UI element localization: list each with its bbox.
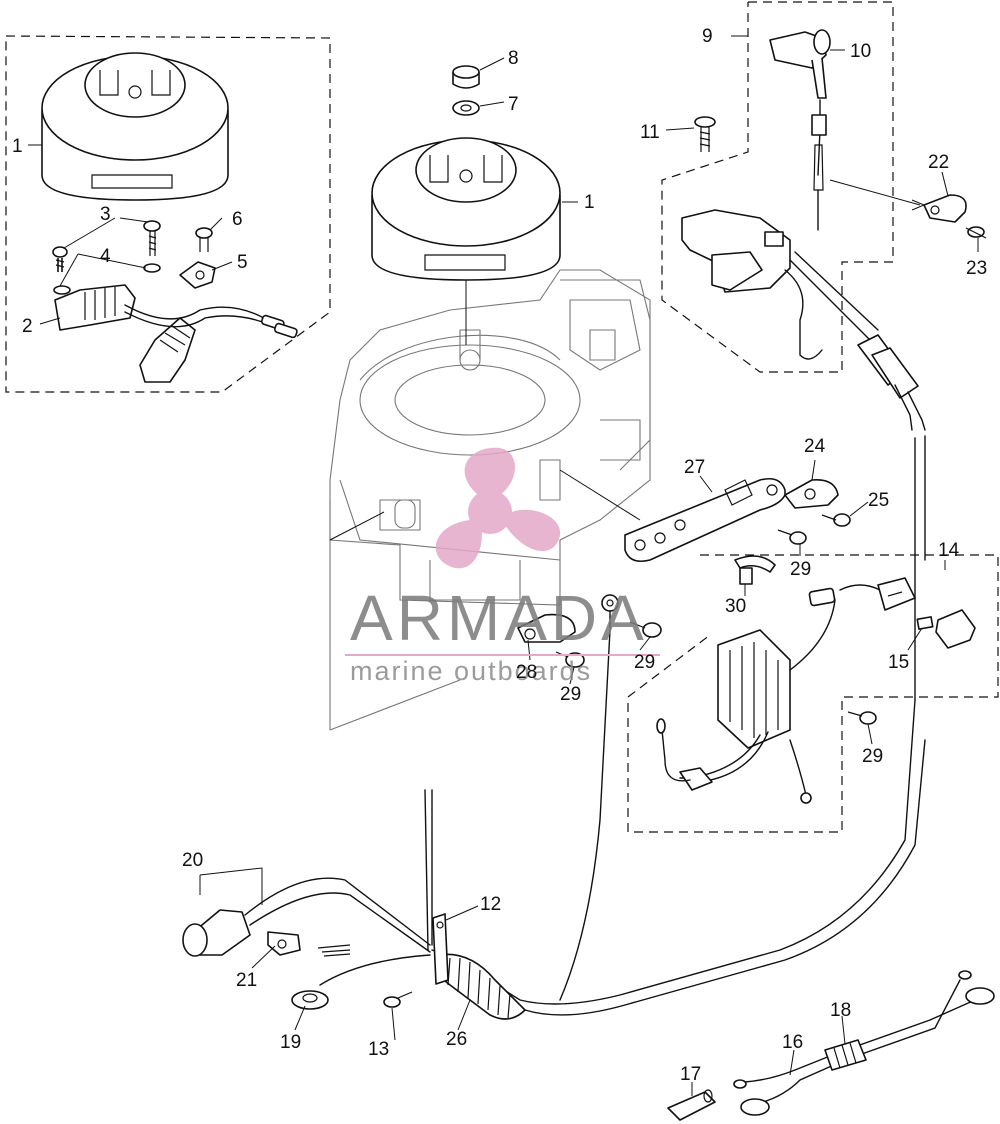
screw-6 [195, 227, 213, 252]
flywheel-washer [452, 100, 480, 116]
propeller-icon [435, 447, 561, 569]
clip-12 [432, 913, 449, 985]
charge-coil [54, 284, 136, 331]
callout-2: 2 [22, 316, 33, 337]
watermark-logo: ARMADA marine outboards [345, 447, 660, 686]
callout-9: 9 [702, 26, 713, 47]
bolt-25 [821, 513, 851, 527]
callout-29-d: 29 [862, 746, 883, 767]
bolt-29-b [629, 621, 662, 638]
callout-30: 30 [725, 596, 746, 617]
callout-12: 12 [480, 894, 501, 915]
ignition-coil [681, 209, 879, 360]
callout-numbers: 1 1 2 3 4 5 6 7 8 9 10 11 12 13 14 15 16… [12, 26, 987, 1085]
lighting-coil [139, 317, 196, 383]
grommet-spring-26 [434, 953, 526, 1020]
callout-15: 15 [888, 652, 909, 673]
screw-3-b [143, 220, 161, 256]
bolt-29-a [777, 529, 807, 545]
extension-lead [733, 970, 995, 1116]
stop-switch [182, 877, 431, 957]
ring-terminal [601, 594, 619, 629]
clamp-24 [784, 478, 839, 509]
screw-3 [52, 246, 68, 272]
bolt-23 [965, 226, 987, 239]
flywheel-kit [41, 52, 229, 201]
screw-13 [383, 991, 413, 1008]
connector-15 [916, 609, 976, 649]
callout-1-main: 1 [584, 192, 595, 213]
callout-27: 27 [684, 457, 705, 478]
bolt-11 [694, 116, 716, 152]
callout-18: 18 [830, 1000, 851, 1021]
callout-10: 10 [850, 41, 871, 62]
stator-wires [124, 304, 298, 339]
callout-4: 4 [100, 246, 111, 267]
sleeve-17 [667, 1089, 716, 1121]
leader-lines [28, 35, 979, 1096]
callout-1-kit: 1 [12, 136, 23, 157]
mounting-bracket [624, 477, 786, 563]
flywheel-nut [452, 65, 480, 89]
callout-5: 5 [237, 252, 248, 273]
callout-21: 21 [236, 970, 257, 991]
callout-19: 19 [280, 1032, 301, 1053]
callout-13: 13 [368, 1039, 389, 1060]
callout-6: 6 [232, 209, 243, 230]
callout-29-a: 29 [790, 559, 811, 580]
clamp-22 [923, 194, 967, 223]
callout-24: 24 [804, 436, 826, 457]
flywheel-main [371, 137, 561, 281]
rectifier-regulator [656, 629, 812, 804]
main-harness [424, 629, 926, 1016]
engine-block [329, 269, 651, 731]
callout-28: 28 [516, 662, 537, 683]
bolt-29-d [847, 711, 877, 725]
callout-25: 25 [868, 490, 889, 511]
watermark-tagline: marine outboards [350, 656, 592, 686]
callout-3: 3 [100, 204, 111, 225]
callout-11: 11 [640, 122, 660, 143]
callout-26: 26 [446, 1029, 467, 1050]
callout-29-c: 29 [560, 684, 581, 705]
callout-14: 14 [938, 540, 960, 561]
group-box-rectifier [627, 554, 999, 833]
callout-29-b: 29 [634, 652, 655, 673]
callout-22: 22 [928, 152, 949, 173]
clamp-28 [517, 613, 576, 643]
callout-23: 23 [966, 258, 987, 279]
watermark-brand: ARMADA [350, 582, 648, 654]
clamp-5 [179, 261, 216, 289]
group-box-stator-kit [5, 35, 331, 393]
grommet-19 [291, 954, 431, 1010]
callout-8: 8 [508, 48, 519, 69]
callout-20: 20 [182, 850, 203, 871]
callout-7: 7 [508, 94, 519, 115]
cable-tie-30 [734, 555, 776, 585]
rectifier-connector [789, 577, 916, 671]
group-box-ignition-coil [661, 1, 894, 373]
ignition-connectors [857, 334, 926, 701]
callout-17: 17 [680, 1064, 701, 1085]
callout-16: 16 [782, 1032, 803, 1053]
spark-plug-cap [769, 29, 831, 231]
lanyard-clip [267, 931, 351, 957]
